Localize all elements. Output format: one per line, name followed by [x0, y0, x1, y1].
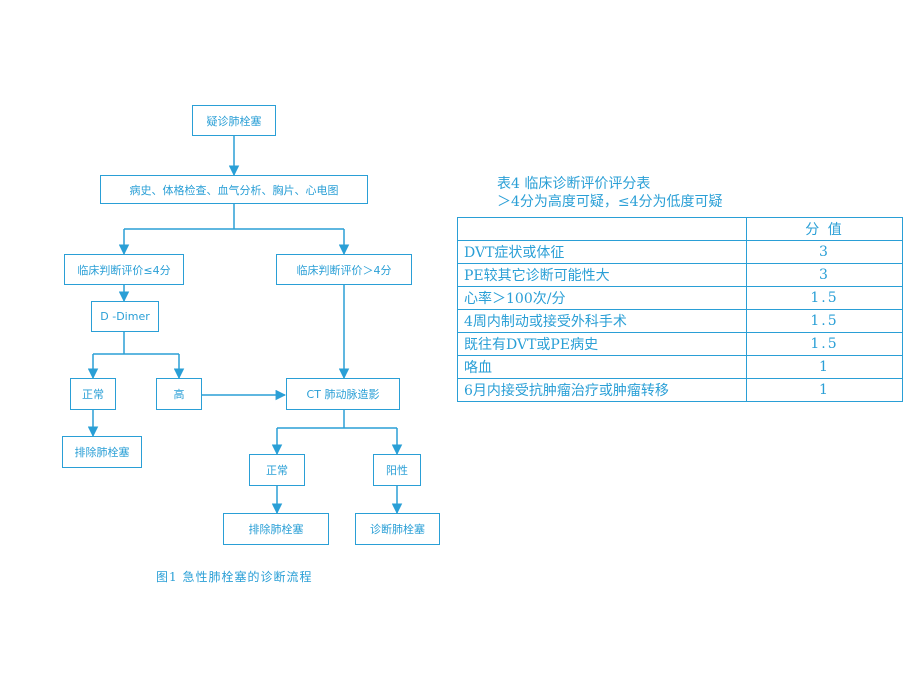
- row-value: 1.5: [746, 332, 903, 356]
- header-value: 分 值: [746, 217, 903, 241]
- row-item: PE较其它诊断可能性大: [457, 263, 747, 287]
- table-row: 心率＞100次/分 1.5: [457, 286, 903, 310]
- table-row: 咯血 1: [457, 355, 903, 379]
- table-subtitle: ＞4分为高度可疑，≤4分为低度可疑: [497, 194, 723, 210]
- row-value: 1: [746, 378, 903, 402]
- score-high-node: 临床判断评价＞4分: [276, 254, 412, 285]
- header-item: [457, 217, 747, 241]
- row-value: 1: [746, 355, 903, 379]
- row-value: 1.5: [746, 309, 903, 333]
- row-value: 1.5: [746, 286, 903, 310]
- diagnose-pe-node: 诊断肺栓塞: [355, 513, 440, 545]
- table-title: 表4 临床诊断评价评分表: [497, 176, 651, 192]
- table-row: 6月内接受抗肿瘤治疗或肿瘤转移 1: [457, 378, 903, 402]
- row-item: DVT症状或体征: [457, 240, 747, 264]
- row-item: 既往有DVT或PE病史: [457, 332, 747, 356]
- figure-caption: 图1 急性肺栓塞的诊断流程: [156, 570, 313, 584]
- d-dimer-node: D -Dimer: [91, 301, 159, 332]
- dimer-high-node: 高: [156, 378, 202, 410]
- ct-normal-node: 正常: [249, 454, 305, 486]
- row-value: 3: [746, 240, 903, 264]
- table-header-row: 分 值: [457, 217, 903, 241]
- table-row: DVT症状或体征 3: [457, 240, 903, 264]
- table-row: PE较其它诊断可能性大 3: [457, 263, 903, 287]
- score-table: 分 值 DVT症状或体征 3 PE较其它诊断可能性大 3 心率＞100次/分 1…: [457, 217, 903, 402]
- table-row: 4周内制动或接受外科手术 1.5: [457, 309, 903, 333]
- initial-exam-node: 病史、体格检查、血气分析、胸片、心电图: [100, 175, 368, 204]
- row-item: 6月内接受抗肿瘤治疗或肿瘤转移: [457, 378, 747, 402]
- table-row: 既往有DVT或PE病史 1.5: [457, 332, 903, 356]
- exclude-pe-left-node: 排除肺栓塞: [62, 436, 142, 468]
- ct-angiography-node: CT 肺动脉造影: [286, 378, 400, 410]
- suspect-pe-node: 疑诊肺栓塞: [192, 105, 276, 136]
- row-item: 心率＞100次/分: [457, 286, 747, 310]
- dimer-normal-node: 正常: [70, 378, 116, 410]
- score-low-node: 临床判断评价≤4分: [64, 254, 184, 285]
- row-item: 咯血: [457, 355, 747, 379]
- row-item: 4周内制动或接受外科手术: [457, 309, 747, 333]
- row-value: 3: [746, 263, 903, 287]
- ct-positive-node: 阳性: [373, 454, 421, 486]
- exclude-pe-right-node: 排除肺栓塞: [223, 513, 329, 545]
